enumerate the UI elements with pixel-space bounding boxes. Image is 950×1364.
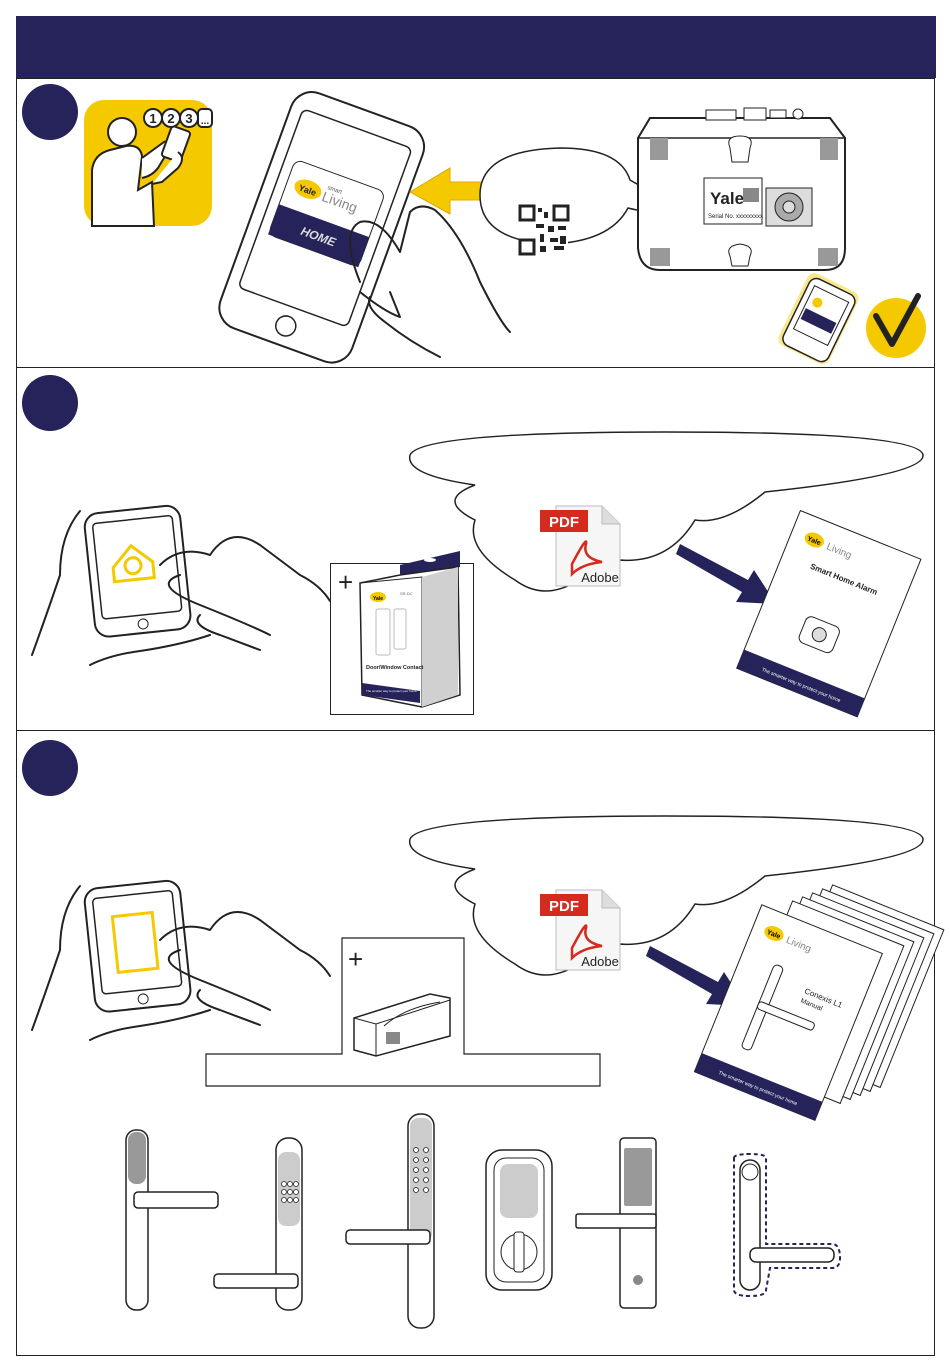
box-model: SR-DC xyxy=(400,591,413,596)
box-brand: Yale xyxy=(373,596,383,602)
qr-code-icon xyxy=(520,206,568,254)
dashed-lever-lock-icon xyxy=(720,1150,850,1300)
step-2-badge xyxy=(22,375,78,431)
plus-sign-3: + xyxy=(348,944,363,974)
lock-manual-stack: Yale Living Conexis L1 Manual The smarte… xyxy=(680,890,940,1120)
step-1-badge xyxy=(22,84,78,140)
plus-sign-2: + xyxy=(338,567,353,597)
person-entering-code-icon: 1 2 3 ... xyxy=(82,98,214,228)
door-window-contact-box: + Yale SR-DC Door/Window Contact The sma… xyxy=(330,545,475,715)
confirmed-phone xyxy=(772,276,932,362)
pdf-tag-3: PDF xyxy=(549,898,579,915)
pdf-file-icon: PDF Adobe xyxy=(538,504,622,588)
smart-home-alarm-manual: Yale Living Smart Home Alarm The smarter… xyxy=(736,518,916,718)
checkmark-icon xyxy=(866,298,926,358)
pdf-file-icon-3: PDF Adobe xyxy=(538,888,622,972)
code-digit-3: 3 xyxy=(185,111,192,126)
code-digit-1: 1 xyxy=(149,111,156,126)
pdf-label: Adobe xyxy=(581,570,619,585)
pdf-tag: PDF xyxy=(549,514,579,531)
conexis-l1-lock-icon xyxy=(120,1110,220,1310)
code-digit-more: ... xyxy=(201,116,210,127)
deadbolt-lock-icon xyxy=(480,1146,560,1298)
phone-add-device xyxy=(30,505,340,695)
alarm-hub: Yale Serial No. xxxxxxxxx xyxy=(630,98,850,278)
box-title: Door/Window Contact xyxy=(366,665,424,671)
step-3-badge xyxy=(22,740,78,796)
hub-brand: Yale xyxy=(710,189,744,208)
keypad-lever-lock-icon xyxy=(210,1134,310,1314)
header-bar xyxy=(16,16,936,78)
module-field xyxy=(210,1058,596,1084)
rfid-lever-lock-icon xyxy=(570,1134,670,1310)
keypad-long-lock-icon xyxy=(340,1110,440,1332)
pdf-label-3: Adobe xyxy=(581,954,619,969)
box-tagline: The smarter way to protect your home xyxy=(366,689,417,693)
smart-module-icon xyxy=(354,994,450,1056)
code-digit-2: 2 xyxy=(167,111,174,126)
hub-serial-label: Serial No. xxxxxxxxx xyxy=(708,214,763,220)
